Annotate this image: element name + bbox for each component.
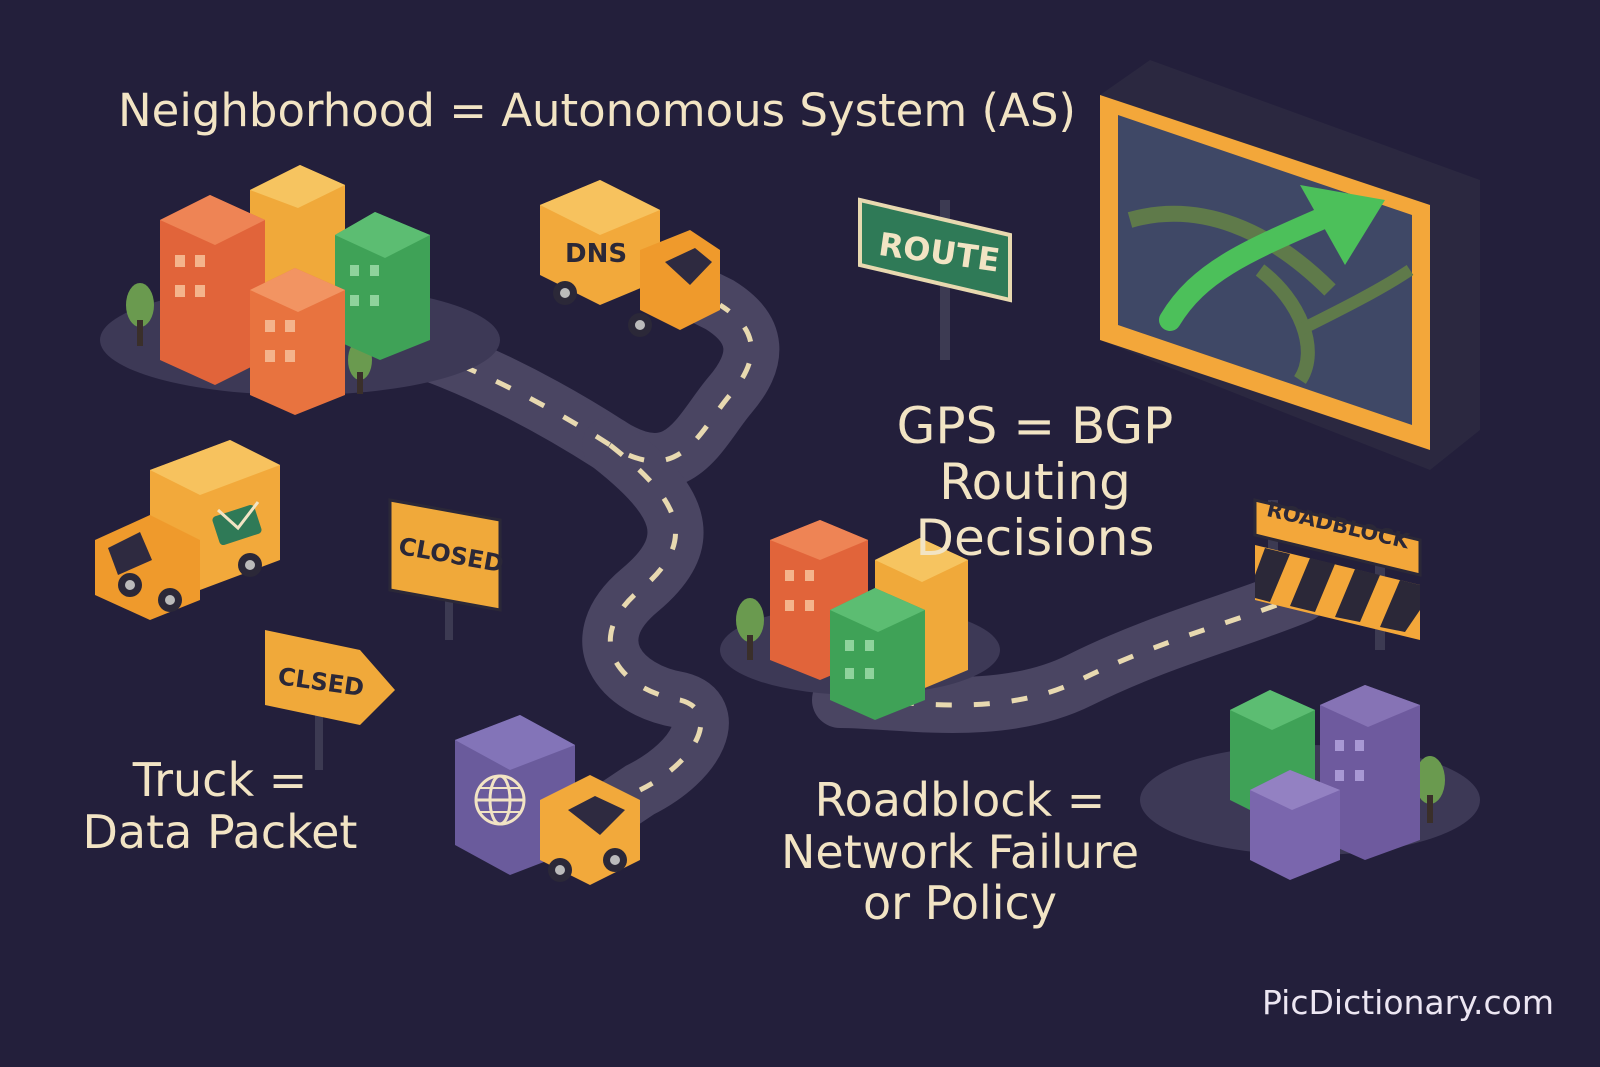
- label-neighborhood: Neighborhood = Autonomous System (AS): [118, 84, 1076, 137]
- watermark: PicDictionary.com: [1262, 983, 1555, 1022]
- label-gps-line2: Decisions: [915, 509, 1155, 567]
- neighborhood-bottom-right: [1140, 685, 1480, 880]
- label-roadblock-line3: or Policy: [863, 876, 1057, 931]
- neighborhood-top-left: [100, 165, 500, 415]
- gps-device: [1100, 60, 1480, 470]
- label-roadblock-line2: Network Failure: [780, 824, 1140, 879]
- closed-sign-lower: CLSED: [265, 630, 395, 770]
- dns-truck: DNS: [540, 180, 720, 337]
- label-gps-line1: GPS = BGP Routing: [896, 397, 1174, 511]
- closed-sign-upper: CLOSED: [388, 498, 506, 640]
- route-arrow-icon: [1159, 204, 1341, 331]
- route-sign: ROUTE: [858, 197, 1012, 360]
- label-roadblock-group: Roadblock = Network Failure or Policy: [770, 773, 1150, 931]
- dns-truck-label: DNS: [565, 239, 627, 269]
- label-roadblock-line1: Roadblock =: [814, 773, 1106, 827]
- globe-truck: [455, 715, 640, 885]
- label-truck-line2: Data Packet: [82, 804, 358, 859]
- label-truck-group: Truck = Data Packet: [70, 753, 370, 859]
- label-truck-line1: Truck =: [132, 753, 308, 807]
- neighborhood-center: [720, 520, 1000, 720]
- label-gps-group: GPS = BGP Routing Decisions: [800, 398, 1270, 566]
- mail-truck: [95, 440, 280, 620]
